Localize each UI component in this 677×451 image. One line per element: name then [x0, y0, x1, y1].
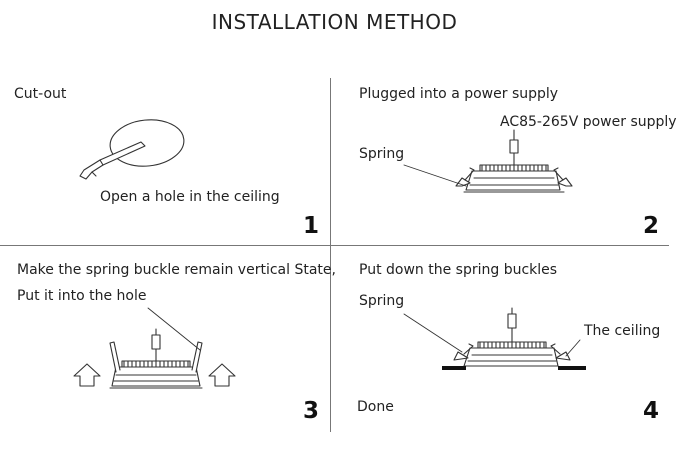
- panel-4-step-number: 4: [643, 398, 660, 424]
- panel-2-spring-label: Spring: [359, 146, 405, 162]
- panel-4-heading: Put down the spring buckles: [359, 262, 558, 278]
- downlight-2: [455, 129, 573, 193]
- page-title: INSTALLATION METHOD: [211, 10, 458, 34]
- downlight-4: [453, 307, 571, 367]
- downlight-3: [109, 328, 203, 389]
- ceiling-label: The ceiling: [584, 323, 661, 339]
- panel-3-step-number: 3: [303, 398, 320, 424]
- panel-2-step-number: 2: [643, 213, 660, 239]
- panel-3-line-2: Put it into the hole: [17, 288, 147, 304]
- panel-2-heading: Plugged into a power supply: [359, 86, 559, 102]
- ceiling-right: [558, 366, 586, 370]
- panel-1-heading: Cut-out: [14, 86, 67, 102]
- panel-3-line-1: Make the spring buckle remain vertical S…: [17, 262, 336, 278]
- knife-icon: [79, 141, 146, 180]
- horizontal-divider: [0, 245, 669, 246]
- panel-4-spring-label: Spring: [359, 293, 405, 309]
- panel-1-step-number: 1: [303, 213, 320, 239]
- vertical-divider: [330, 78, 331, 432]
- ceiling-left: [442, 366, 466, 370]
- up-arrow-icon: [73, 363, 101, 387]
- up-arrow-icon: [208, 363, 236, 387]
- done-label: Done: [357, 399, 394, 415]
- power-supply-label: AC85-265V power supply: [500, 114, 677, 130]
- ceiling-hole: [109, 119, 185, 167]
- panel-1-caption: Open a hole in the ceiling: [100, 189, 280, 205]
